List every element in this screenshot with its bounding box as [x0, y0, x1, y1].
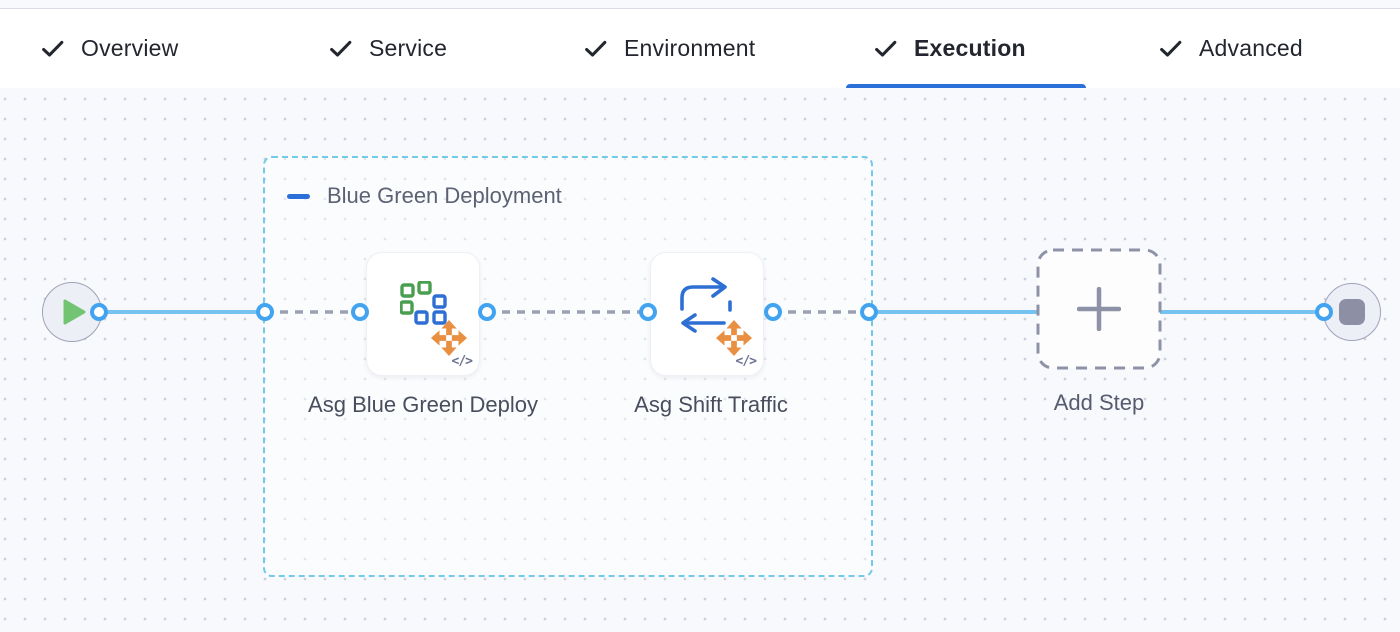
tab-label: Execution [914, 35, 1026, 61]
check-icon [875, 40, 897, 58]
step-node-asg-blue-green-deploy[interactable]: </> [366, 252, 480, 376]
scale-move-arrows-icon [430, 319, 468, 357]
plus-icon [1077, 287, 1121, 331]
port-step2-out[interactable] [764, 303, 782, 321]
check-icon [1160, 40, 1182, 58]
port-group-out[interactable] [860, 303, 878, 321]
tab-label: Overview [81, 35, 179, 61]
tab-advanced[interactable]: Advanced [1160, 9, 1303, 88]
asg-blue-green-squares-icon [400, 281, 447, 325]
pipeline-studio-tabbar: Overview Service Environment Execution A… [0, 9, 1400, 89]
play-icon [63, 299, 86, 325]
code-badge: </> [735, 354, 758, 369]
check-icon [585, 40, 607, 58]
tab-service[interactable]: Service [330, 9, 447, 88]
pipeline-start-node[interactable] [42, 282, 102, 342]
top-strip [0, 0, 1400, 9]
check-icon [330, 40, 352, 58]
step-group-blue-green-deployment[interactable]: Blue Green Deployment [263, 156, 873, 577]
code-badge: </> [451, 354, 474, 369]
collapse-group-icon[interactable] [287, 193, 310, 199]
step-label-asg-blue-green-deploy: Asg Blue Green Deploy [308, 392, 538, 417]
add-step-label[interactable]: Add Step [1053, 390, 1145, 415]
port-step1-in[interactable] [351, 303, 369, 321]
port-step2-in[interactable] [639, 303, 657, 321]
check-icon [42, 40, 64, 58]
swap-arrows-icon [680, 277, 732, 333]
active-tab-indicator [846, 84, 1086, 89]
stop-icon [1339, 299, 1365, 325]
step-node-asg-shift-traffic[interactable]: </> [650, 252, 764, 376]
tab-execution[interactable]: Execution [875, 9, 1026, 88]
tab-environment[interactable]: Environment [585, 9, 755, 88]
scale-move-arrows-icon [715, 319, 753, 357]
step-group-header: Blue Green Deployment [287, 183, 871, 209]
tab-label: Environment [624, 35, 756, 61]
port-step1-out[interactable] [478, 303, 496, 321]
step-label-asg-shift-traffic: Asg Shift Traffic [634, 392, 788, 417]
step-group-label: Blue Green Deployment [327, 183, 562, 208]
add-step-node[interactable] [1036, 248, 1162, 370]
port-start-out[interactable] [90, 303, 108, 321]
port-end-in[interactable] [1315, 303, 1333, 321]
tab-label: Advanced [1199, 35, 1303, 61]
port-group-in[interactable] [256, 303, 274, 321]
pipeline-canvas[interactable]: Blue Green Deployment [0, 88, 1400, 632]
tab-overview[interactable]: Overview [42, 9, 178, 88]
tab-label: Service [369, 35, 448, 61]
